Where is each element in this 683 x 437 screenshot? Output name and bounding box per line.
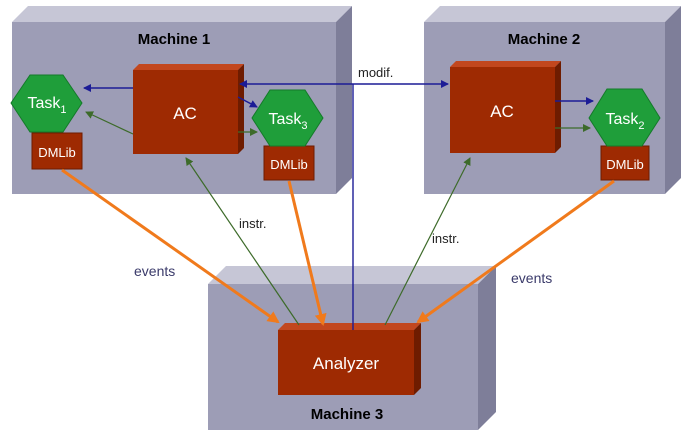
modif-label: modif. <box>358 65 393 80</box>
task-3-label-base: Task <box>268 111 302 128</box>
events-label-left: events <box>134 263 175 279</box>
arrow-ac1-green-to-task1 <box>85 111 134 135</box>
instrumentation-arrows: instr. instr. <box>85 111 591 326</box>
events-label-right: events <box>511 270 552 286</box>
ac-block-machine-2: AC <box>450 61 561 153</box>
task-1-label: Task1 <box>27 95 66 116</box>
arrow-ac1-to-task3 <box>237 96 258 108</box>
task-3-label-sub: 3 <box>301 120 307 132</box>
dmlib-block-task-1: DMLib <box>31 132 83 170</box>
dmlib-block-task-2: DMLib <box>600 145 650 181</box>
ac-block-machine-1: AC <box>133 64 244 154</box>
machine-3-title: Machine 3 <box>311 406 384 423</box>
control-arrows: modif. <box>83 65 594 330</box>
dmlib-block-task-3: DMLib <box>263 145 315 181</box>
dmlib-label-task-2: DMLib <box>606 157 644 172</box>
task-2-label-sub: 2 <box>638 120 644 132</box>
analyzer-block: Analyzer <box>278 323 421 395</box>
task-2-hexagon: Task2 <box>588 88 661 147</box>
task-3-label: Task3 <box>268 111 307 132</box>
analyzer-label: Analyzer <box>313 354 379 373</box>
instr-label-left: instr. <box>239 216 266 231</box>
machine-3-box: Machine 3 <box>208 266 496 430</box>
dmlib-label-task-1: DMLib <box>38 145 76 160</box>
task-1-hexagon: Task1 <box>10 74 83 133</box>
dmlib-label-task-3: DMLib <box>270 157 308 172</box>
events-arrow-dmlib1 <box>61 168 280 324</box>
task-1-label-sub: 1 <box>60 104 66 116</box>
event-arrows: events events <box>61 168 615 326</box>
task-2-label: Task2 <box>605 111 644 132</box>
ac-label-machine-2: AC <box>490 102 514 121</box>
ac-label-machine-1: AC <box>173 104 197 123</box>
task-3-hexagon: Task3 <box>251 89 324 147</box>
events-arrow-dmlib2 <box>416 179 615 324</box>
instr-arrow-to-ac1 <box>185 157 300 326</box>
task-1-label-base: Task <box>27 95 61 112</box>
machine-2-title: Machine 2 <box>508 31 581 48</box>
events-arrow-dmlib3 <box>287 180 327 326</box>
instr-label-right: instr. <box>432 231 459 246</box>
instr-arrow-to-ac2 <box>384 157 471 326</box>
task-2-label-base: Task <box>605 111 639 128</box>
machine-1-title: Machine 1 <box>138 31 211 48</box>
